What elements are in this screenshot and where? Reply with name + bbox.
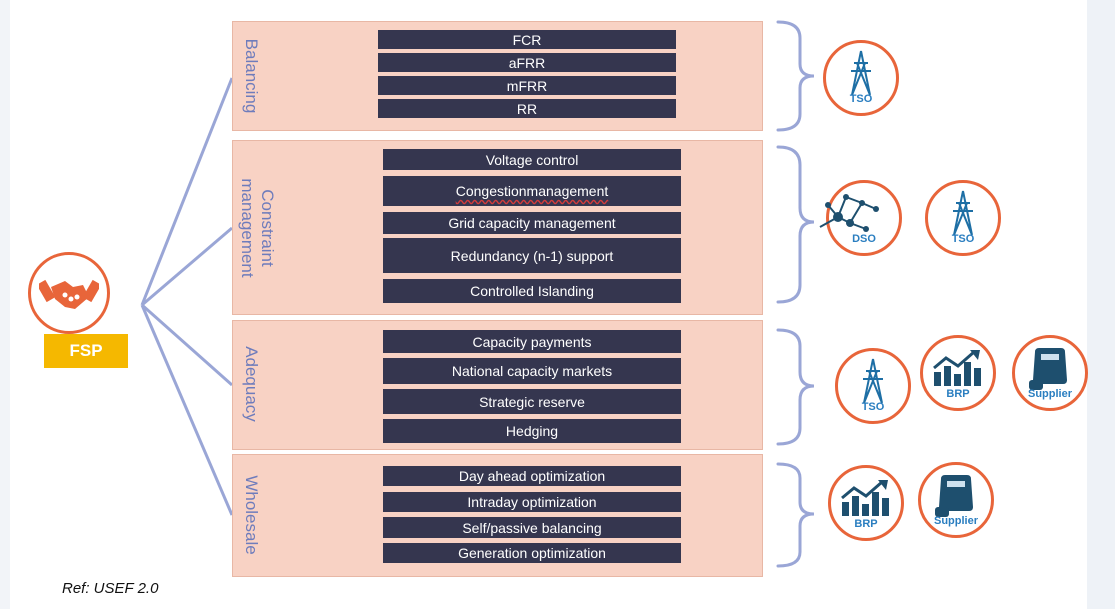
item-mfrr: mFRR [378, 76, 676, 95]
item-strategic-reserve: Strategic reserve [383, 389, 681, 414]
actor-supplier: Supplier [1012, 335, 1088, 411]
item-hedging: Hedging [383, 419, 681, 443]
item-voltage-control: Voltage control [383, 149, 681, 170]
item-redundancy-support: Redundancy (n-1) support [383, 238, 681, 273]
item-day-ahead-optimization: Day ahead optimization [383, 466, 681, 486]
transmission-tower-icon [863, 358, 883, 404]
bracket-icon [776, 328, 815, 446]
actor-tso: TSO [823, 40, 899, 116]
meter-icon [935, 475, 973, 517]
transmission-tower-icon [851, 50, 871, 96]
fsp-node [28, 252, 110, 334]
actor-brp: BRP [828, 465, 904, 541]
item-grid-capacity-management: Grid capacity management [383, 212, 681, 234]
fsp-badge: FSP [44, 334, 128, 368]
item-rr: RR [378, 99, 676, 118]
item-capacity-payments: Capacity payments [383, 330, 681, 353]
right-edge [1087, 0, 1115, 609]
transmission-tower-icon [953, 190, 973, 236]
actor-dso: DSO [819, 180, 902, 256]
actor-supplier: Supplier [918, 462, 994, 538]
bracket-icon [776, 145, 815, 304]
left-edge [0, 0, 10, 609]
actor-brp: BRP [920, 335, 996, 411]
item-controlled-islanding: Controlled Islanding [383, 279, 681, 303]
network-graph-icon [819, 194, 879, 232]
bar-chart-growth-icon [933, 350, 981, 386]
handshake-icon [39, 279, 99, 309]
item-self-passive-balancing: Self/passive balancing [383, 517, 681, 538]
actor-tso: TSO [835, 348, 911, 424]
bracket-icon [776, 20, 815, 132]
item-national-capacity-markets: National capacity markets [383, 358, 681, 384]
bar-chart-growth-icon [841, 480, 889, 516]
bracket-icon [776, 462, 815, 568]
meter-icon [1029, 348, 1067, 390]
actor-tso: TSO [925, 180, 1001, 256]
reference-note: Ref: USEF 2.0 [62, 580, 159, 597]
item-fcr: FCR [378, 30, 676, 49]
item-congestion-management: Congestionmanagement [383, 176, 681, 206]
item-afrr: aFRR [378, 53, 676, 72]
item-intraday-optimization: Intraday optimization [383, 492, 681, 512]
item-generation-optimization: Generation optimization [383, 543, 681, 563]
